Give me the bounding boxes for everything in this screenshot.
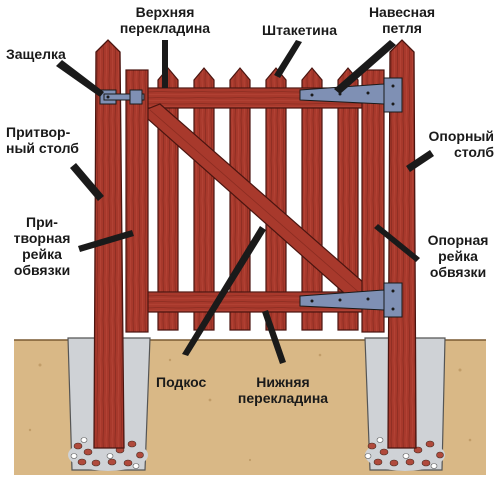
label-latch-stile: При- творная рейка обвязки — [13, 214, 71, 278]
callout-pointers — [56, 40, 434, 364]
picket — [193, 67, 215, 331]
pointer-hinge-stile — [374, 224, 420, 262]
hinge-stile — [361, 69, 385, 333]
latch-stile — [125, 69, 149, 333]
label-hinge-stile: Опорная рейка обвязки — [427, 232, 489, 280]
picket — [265, 67, 287, 331]
label-hinge-post: Опорный столб — [428, 128, 494, 160]
label-bottom-rail: Нижняя перекладина — [237, 374, 329, 406]
pointer-latch — [56, 60, 104, 97]
pointer-hinge-post — [406, 150, 434, 172]
bottom-hinge — [299, 282, 403, 318]
latch-post — [93, 39, 125, 449]
pointer-latch-stile — [78, 230, 134, 252]
latch — [99, 89, 145, 105]
pointer-hinge — [334, 40, 396, 94]
pointer-bottom-rail — [262, 310, 286, 364]
top-hinge — [299, 77, 403, 113]
pointer-top-rail — [162, 40, 168, 88]
left-gravel — [68, 437, 148, 471]
label-picket: Штакетина — [262, 22, 338, 38]
label-brace: Подкос — [156, 374, 207, 390]
label-latch: Защелка — [6, 46, 66, 62]
label-top-rail: Верхняя перекладина — [119, 4, 211, 36]
pointer-latch-post — [70, 163, 104, 201]
label-hinge: Навесная петля — [368, 4, 436, 36]
label-latch-post: Притвор- ный столб — [6, 124, 79, 156]
pointer-brace — [182, 226, 266, 356]
pointer-picket — [274, 40, 302, 78]
